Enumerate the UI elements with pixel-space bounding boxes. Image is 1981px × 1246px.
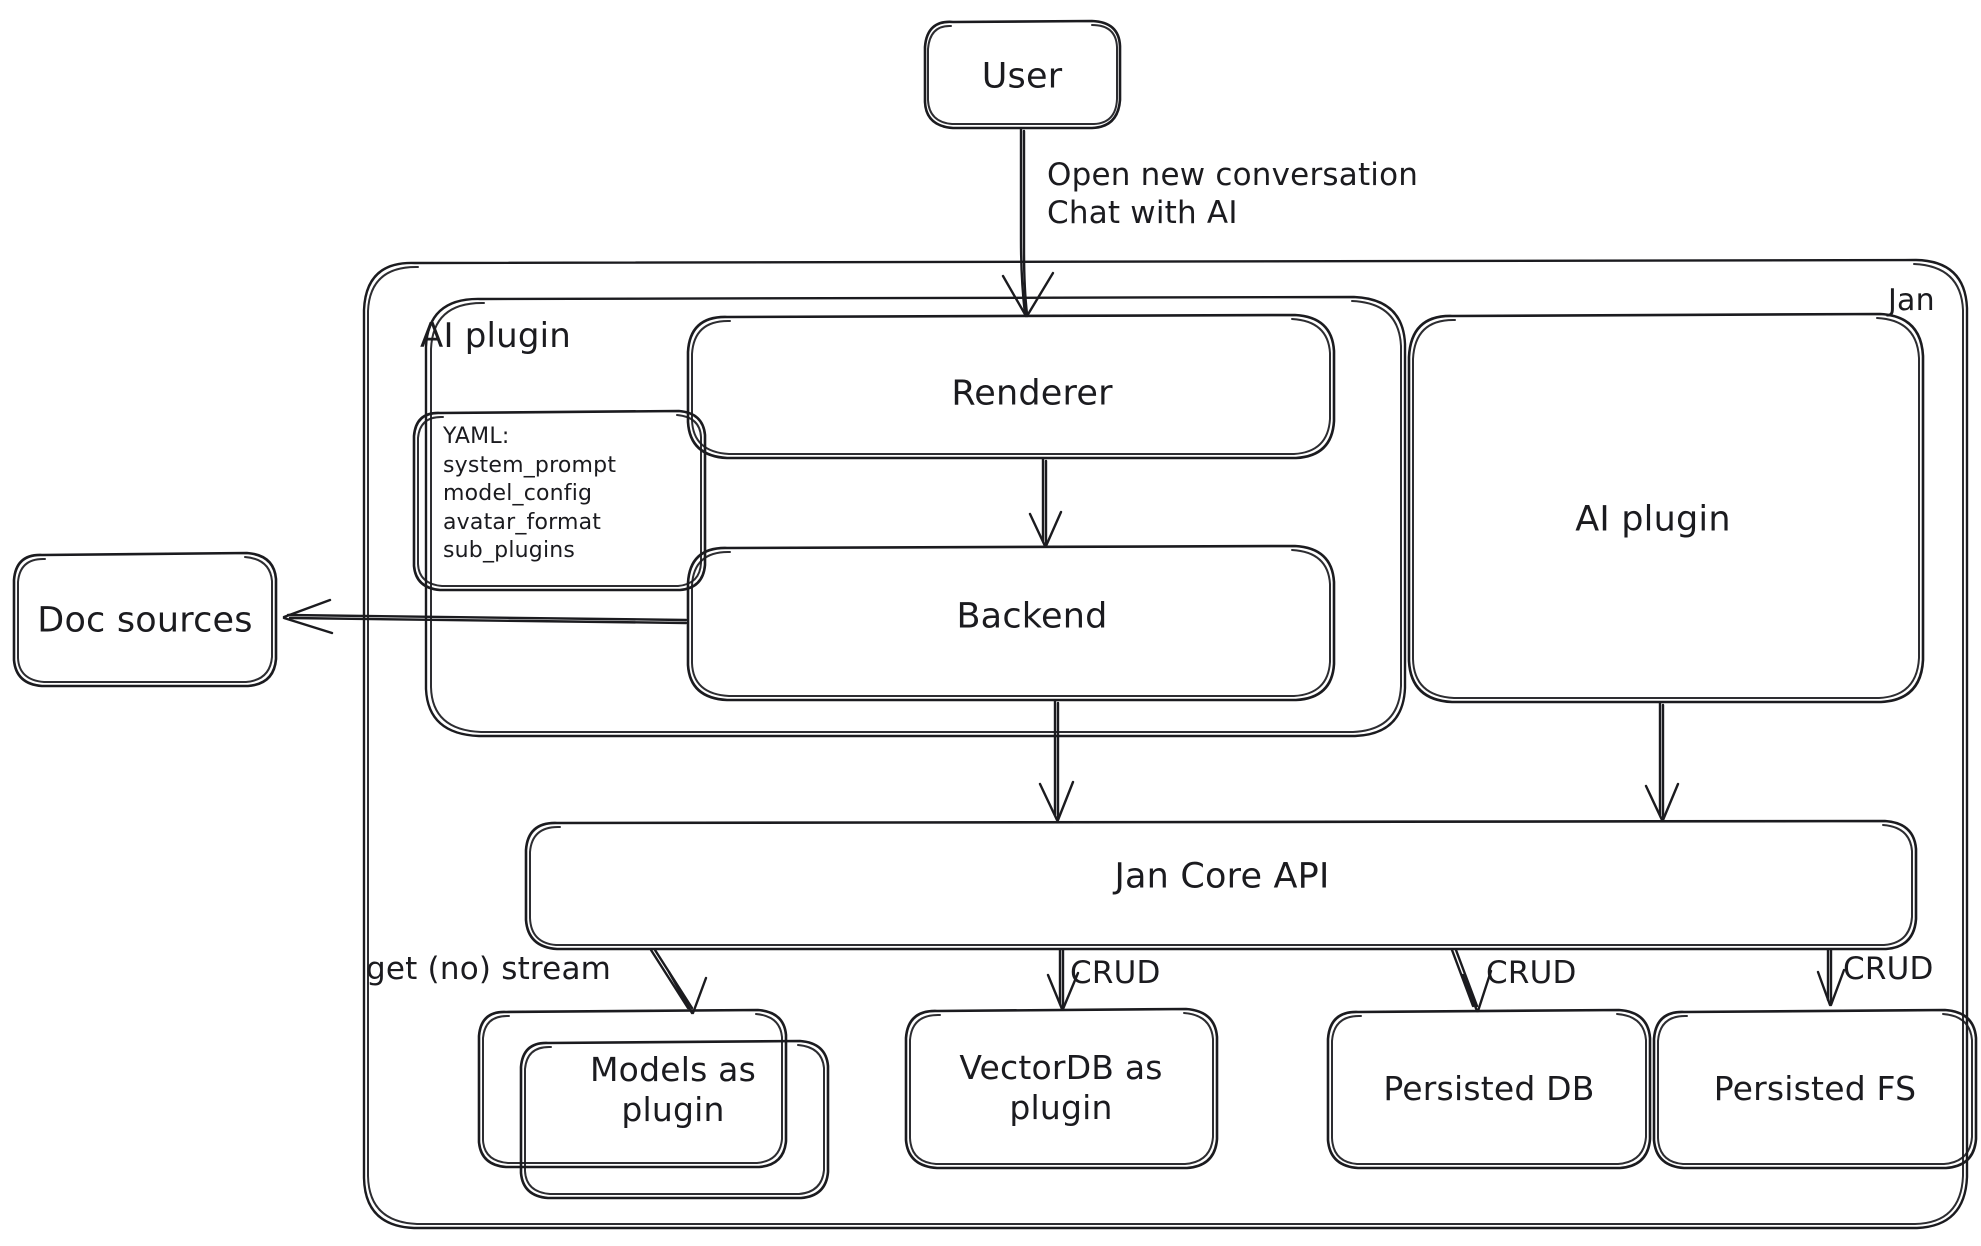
backend-node-label: Backend bbox=[956, 596, 1108, 637]
ai-plugin-group-label: AI plugin bbox=[420, 316, 572, 356]
jan-core-api-node-label: Jan Core API bbox=[1114, 856, 1330, 897]
ai-plugin-group-shape[interactable] bbox=[424, 295, 1407, 738]
models-plugin-node-shape-back[interactable] bbox=[477, 1008, 788, 1169]
models-plugin-node-label: Models as plugin bbox=[590, 1049, 756, 1129]
edge-renderer-to-backend bbox=[1028, 457, 1063, 548]
jan-core-api-node-shape[interactable] bbox=[524, 819, 1918, 951]
doc-sources-node-shape[interactable] bbox=[12, 551, 278, 688]
edge-core-to-persisted-fs bbox=[1816, 948, 1846, 1007]
doc-sources-node-label: Doc sources bbox=[37, 600, 253, 641]
ai-plugin-box-label: AI plugin bbox=[1575, 499, 1731, 540]
backend-node-shape[interactable] bbox=[686, 544, 1336, 702]
models-plugin-node-shape-front[interactable] bbox=[519, 1039, 830, 1200]
edge-label-user-to-renderer: Open new conversation Chat with AI bbox=[1047, 157, 1419, 231]
edge-backend-to-doc-sources bbox=[282, 598, 688, 635]
yaml-note-text: YAML: system_prompt model_config avatar_… bbox=[443, 424, 617, 564]
edge-label-core-to-models: get (no) stream bbox=[366, 951, 612, 987]
edge-core-to-models bbox=[649, 948, 708, 1015]
edge-label-core-to-persisted-fs: CRUD bbox=[1843, 951, 1934, 987]
edge-user-to-renderer bbox=[1001, 127, 1055, 318]
persisted-db-node-label: Persisted DB bbox=[1383, 1068, 1595, 1108]
edge-core-to-persisted-db bbox=[1450, 948, 1493, 1013]
yaml-note-shape[interactable] bbox=[412, 409, 707, 592]
edge-core-to-vectordb bbox=[1046, 948, 1080, 1011]
user-node-shape[interactable] bbox=[923, 19, 1122, 130]
edge-ai-plugin-to-core bbox=[1644, 701, 1680, 822]
ai-plugin-box-shape[interactable] bbox=[1407, 312, 1925, 704]
edge-label-core-to-vectordb: CRUD bbox=[1070, 955, 1161, 991]
jan-container-label: Jan bbox=[1888, 283, 1935, 318]
user-node-label: User bbox=[981, 56, 1063, 97]
vectordb-plugin-node-shape[interactable] bbox=[904, 1007, 1219, 1170]
renderer-node-label: Renderer bbox=[951, 373, 1113, 414]
persisted-db-node-shape[interactable] bbox=[1326, 1008, 1652, 1170]
edge-label-core-to-persisted-db: CRUD bbox=[1486, 955, 1577, 991]
persisted-fs-node-shape[interactable] bbox=[1652, 1008, 1978, 1170]
renderer-node-shape[interactable] bbox=[686, 313, 1336, 460]
vectordb-plugin-node-label: VectorDB as plugin bbox=[959, 1047, 1163, 1127]
jan-container-shape[interactable] bbox=[362, 258, 1969, 1230]
persisted-fs-node-label: Persisted FS bbox=[1713, 1068, 1917, 1108]
edge-backend-to-core bbox=[1038, 699, 1075, 822]
